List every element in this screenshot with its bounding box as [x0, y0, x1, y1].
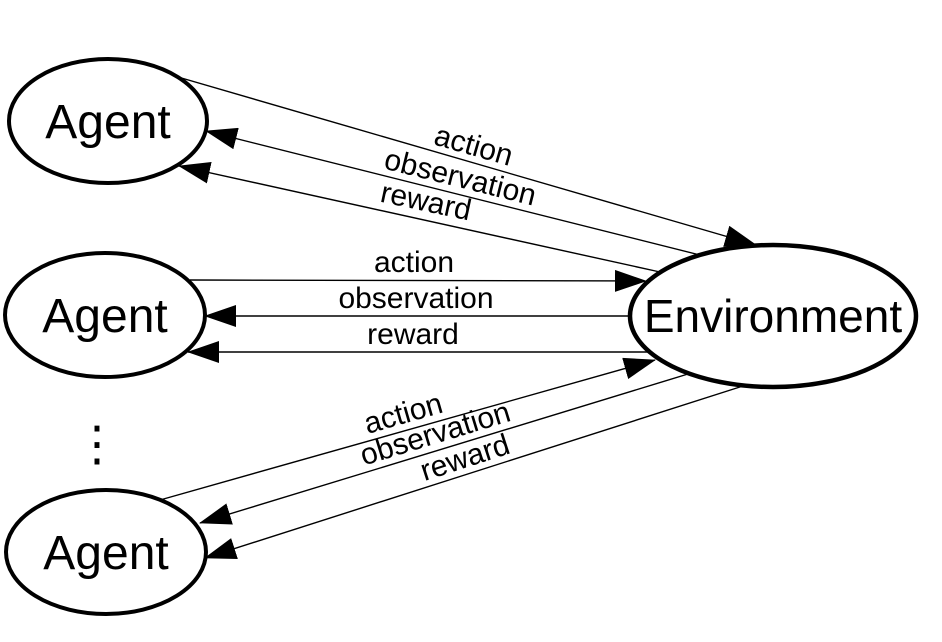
edge-agent3-observation-line	[199, 373, 689, 525]
vertical-ellipsis: ⋮	[73, 416, 121, 472]
agent-1-node	[7, 57, 209, 185]
edge-agent1-observation-line	[205, 127, 701, 256]
edge-agent2-reward-label: reward	[367, 318, 459, 351]
edge-agent3-reward-line	[204, 385, 744, 560]
edge-agent1-action-line	[177, 76, 757, 247]
edge-agent3-action-line	[159, 357, 656, 501]
edge-agent2-action-line	[189, 269, 647, 292]
edge-agent2-observation-label: observation	[338, 282, 493, 315]
agent-2-label: Agent	[42, 290, 167, 343]
edge-agent1-reward-line	[178, 161, 661, 273]
agent-3-label: Agent	[43, 527, 168, 580]
edge-agent2-action-label: action	[374, 246, 454, 279]
environment-label: Environment	[644, 290, 902, 342]
agent-1-label: Agent	[45, 96, 170, 149]
